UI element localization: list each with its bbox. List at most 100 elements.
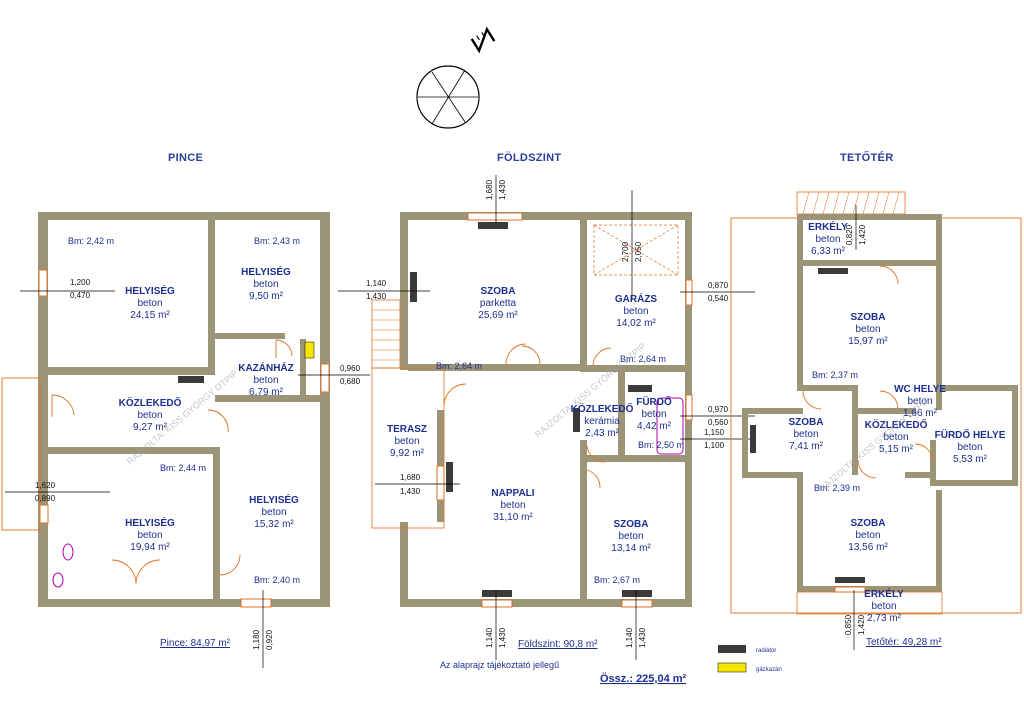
- ceiling-height: Bm: 2,43 m: [254, 236, 300, 246]
- room-material: beton: [394, 436, 419, 447]
- room-name: ERKÉLY: [864, 587, 904, 600]
- dim-label: 0,960: [340, 364, 361, 373]
- ceiling-height: Bm: 2,67 m: [594, 575, 640, 585]
- legend-gazkazan-label: gázkazán: [756, 667, 782, 673]
- dim-label: 1,430: [366, 292, 387, 301]
- dim-label: 1,620: [35, 481, 56, 490]
- room-name: FÜRDŐ HELYE: [935, 428, 1006, 441]
- room-area: 31,10 m²: [493, 512, 533, 523]
- dim-label: 1,430: [498, 179, 507, 200]
- dim-label: 1,140: [366, 279, 387, 288]
- room-material: beton: [137, 530, 162, 541]
- stairs-icon: [371, 299, 401, 369]
- room-area: 24,15 m²: [130, 310, 170, 321]
- dim-label: 0,680: [340, 377, 361, 386]
- radiator-icon: [718, 645, 746, 653]
- pince-title: PINCE: [168, 152, 203, 164]
- grand-total: Össz.: 225,04 m²: [600, 672, 687, 685]
- room-area: 6,33 m²: [811, 246, 846, 257]
- room-material: parketta: [480, 298, 517, 309]
- foldszint-total: Földszint: 90,8 m²: [518, 639, 598, 650]
- gas-boiler-icon: [717, 662, 747, 673]
- legend-radiator-label: radiátor: [756, 648, 776, 654]
- room-area: 9,92 m²: [390, 448, 425, 459]
- dim-label: 0,820: [845, 224, 854, 245]
- north-icon: [470, 26, 496, 54]
- room-material: beton: [618, 531, 643, 542]
- room-name: HELYISÉG: [249, 493, 299, 506]
- tetoter-total: Tetőtér: 49,28 m²: [866, 637, 942, 648]
- room-name: SZOBA: [851, 312, 886, 323]
- room-material: beton: [793, 429, 818, 440]
- pince-total: Pince: 84,97 m²: [160, 638, 231, 649]
- room-name: SZOBA: [614, 519, 649, 530]
- dim-label: 1,140: [485, 627, 494, 648]
- dim-label: 1,180: [252, 629, 261, 650]
- room-name: FÜRDŐ: [636, 395, 672, 408]
- room-material: beton: [883, 432, 908, 443]
- dim-label: 0,470: [70, 291, 91, 300]
- dim-label: 0,870: [708, 281, 729, 290]
- legend: radiátor gázkazán: [717, 645, 782, 673]
- dim-label: 0,890: [35, 494, 56, 503]
- ceiling-height: Bm: 2,64 m: [620, 354, 666, 364]
- room-name: KAZÁNHÁZ: [238, 361, 294, 374]
- dim-label: 1,430: [638, 627, 647, 648]
- dim-label: 1,680: [485, 179, 494, 200]
- disclaimer-note: Az alaprajz tájékoztató jellegű: [440, 660, 559, 670]
- room-name: SZOBA: [789, 417, 824, 428]
- room-material: beton: [623, 306, 648, 317]
- ceiling-height: Bm: 2,42 m: [68, 236, 114, 246]
- room-area: 7,41 m²: [789, 441, 824, 452]
- foldszint-title: FÖLDSZINT: [497, 151, 561, 164]
- dim-label: 1,150: [704, 428, 725, 437]
- room-material: kerámia: [584, 416, 620, 427]
- room-material: beton: [641, 409, 666, 420]
- tetoter-title: TETŐTÉR: [840, 151, 893, 164]
- dim-label: 1,420: [858, 224, 867, 245]
- room-area: 14,02 m²: [616, 318, 656, 329]
- room-material: beton: [253, 279, 278, 290]
- room-material: beton: [137, 298, 162, 309]
- dim-label: 1,140: [625, 627, 634, 648]
- dim-label: 0,920: [265, 629, 274, 650]
- room-material: beton: [957, 442, 982, 453]
- room-name: WC HELYE: [894, 384, 946, 395]
- room-name: KÖZLEKEDŐ: [119, 396, 182, 409]
- room-name: KÖZLEKEDŐ: [865, 418, 928, 431]
- room-area: 9,27 m²: [133, 422, 168, 433]
- ceiling-height: Bm: 2,39 m: [814, 483, 860, 493]
- room-name: HELYISÉG: [241, 265, 291, 278]
- room-material: beton: [261, 507, 286, 518]
- dim-label: 1,430: [400, 487, 421, 496]
- room-area: 15,32 m²: [254, 519, 294, 530]
- room-area: 13,56 m²: [848, 542, 888, 553]
- ceiling-height: Bm: 2,40 m: [254, 575, 300, 585]
- room-area: 5,53 m²: [953, 454, 988, 465]
- room-area: 19,94 m²: [130, 542, 170, 553]
- balcony-railing-icon: [796, 191, 906, 215]
- room-area: 1,66 m²: [903, 408, 938, 419]
- room-material: beton: [815, 234, 840, 245]
- room-material: beton: [855, 324, 880, 335]
- room-area: 2,73 m²: [867, 613, 902, 624]
- dim-label: 1,420: [857, 614, 866, 635]
- room-area: 15,97 m²: [848, 336, 888, 347]
- dim-label: 0,850: [844, 614, 853, 635]
- room-material: beton: [253, 375, 278, 386]
- dim-label: 1,200: [70, 278, 91, 287]
- room-name: GARÁZS: [615, 292, 658, 305]
- dim-label: 2,700: [621, 241, 630, 262]
- room-area: 4,42 m²: [637, 421, 672, 432]
- room-material: beton: [500, 500, 525, 511]
- dim-label: 0,970: [708, 405, 729, 414]
- room-area: 6,79 m²: [249, 387, 284, 398]
- room-name: HELYISÉG: [125, 516, 175, 529]
- room-area: 13,14 m²: [611, 543, 651, 554]
- pince-plan: 1,200 0,470 1,620 0,890 0,960 0,680 1,18…: [1, 212, 370, 668]
- room-area: 25,69 m²: [478, 310, 518, 321]
- room-name: KÖZLEKEDŐ: [571, 402, 634, 415]
- compass: [416, 65, 480, 129]
- room-material: beton: [137, 410, 162, 421]
